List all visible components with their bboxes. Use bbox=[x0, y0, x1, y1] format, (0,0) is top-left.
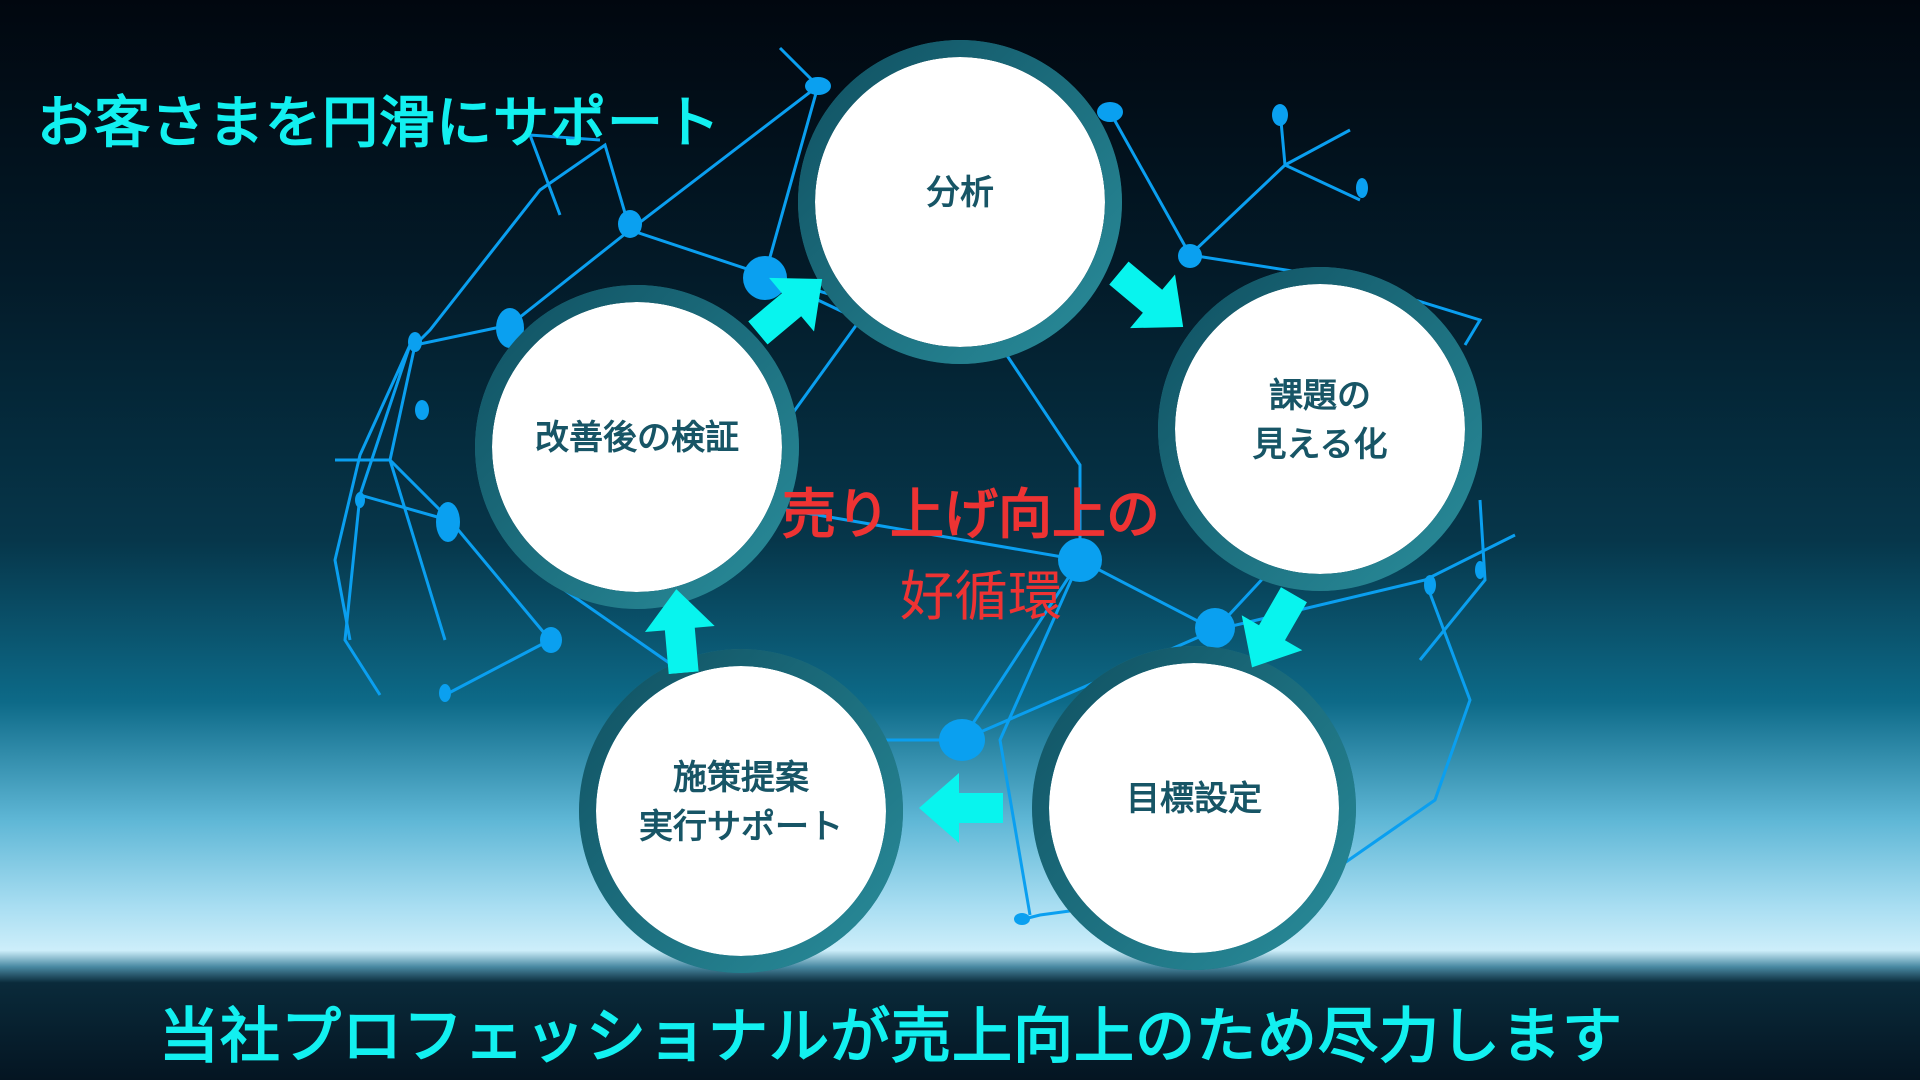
arrow-down-left-icon bbox=[1241, 587, 1307, 668]
arrow-left-icon bbox=[919, 773, 1003, 843]
step-analysis: 分析 bbox=[798, 40, 1122, 364]
footer-tagline: 当社プロフェッショナルが売上向上のため尽力します bbox=[159, 1002, 1623, 1072]
arrow-up-right-icon bbox=[748, 277, 823, 345]
step-label: 目標設定 bbox=[1126, 779, 1262, 820]
cycle-title-line1: 売り上げ向上の bbox=[782, 483, 1160, 546]
step-visualize-issues: 課題の 見える化 bbox=[1158, 267, 1482, 591]
cycle-title-line2: 好循環 bbox=[900, 565, 1062, 628]
arrow-up-icon bbox=[644, 589, 715, 675]
step-verification: 改善後の検証 bbox=[475, 285, 799, 609]
step-proposal-support: 施策提案 実行サポート bbox=[579, 649, 903, 973]
page-title: お客さまを円滑にサポート bbox=[37, 91, 721, 156]
step-label: 課題の 見える化 bbox=[1252, 375, 1388, 465]
step-label: 分析 bbox=[926, 173, 994, 214]
step-goal-setting: 目標設定 bbox=[1032, 646, 1356, 970]
step-label: 施策提案 実行サポート bbox=[639, 757, 843, 847]
arrow-down-right-icon bbox=[1109, 261, 1184, 329]
step-label: 改善後の検証 bbox=[535, 418, 739, 459]
